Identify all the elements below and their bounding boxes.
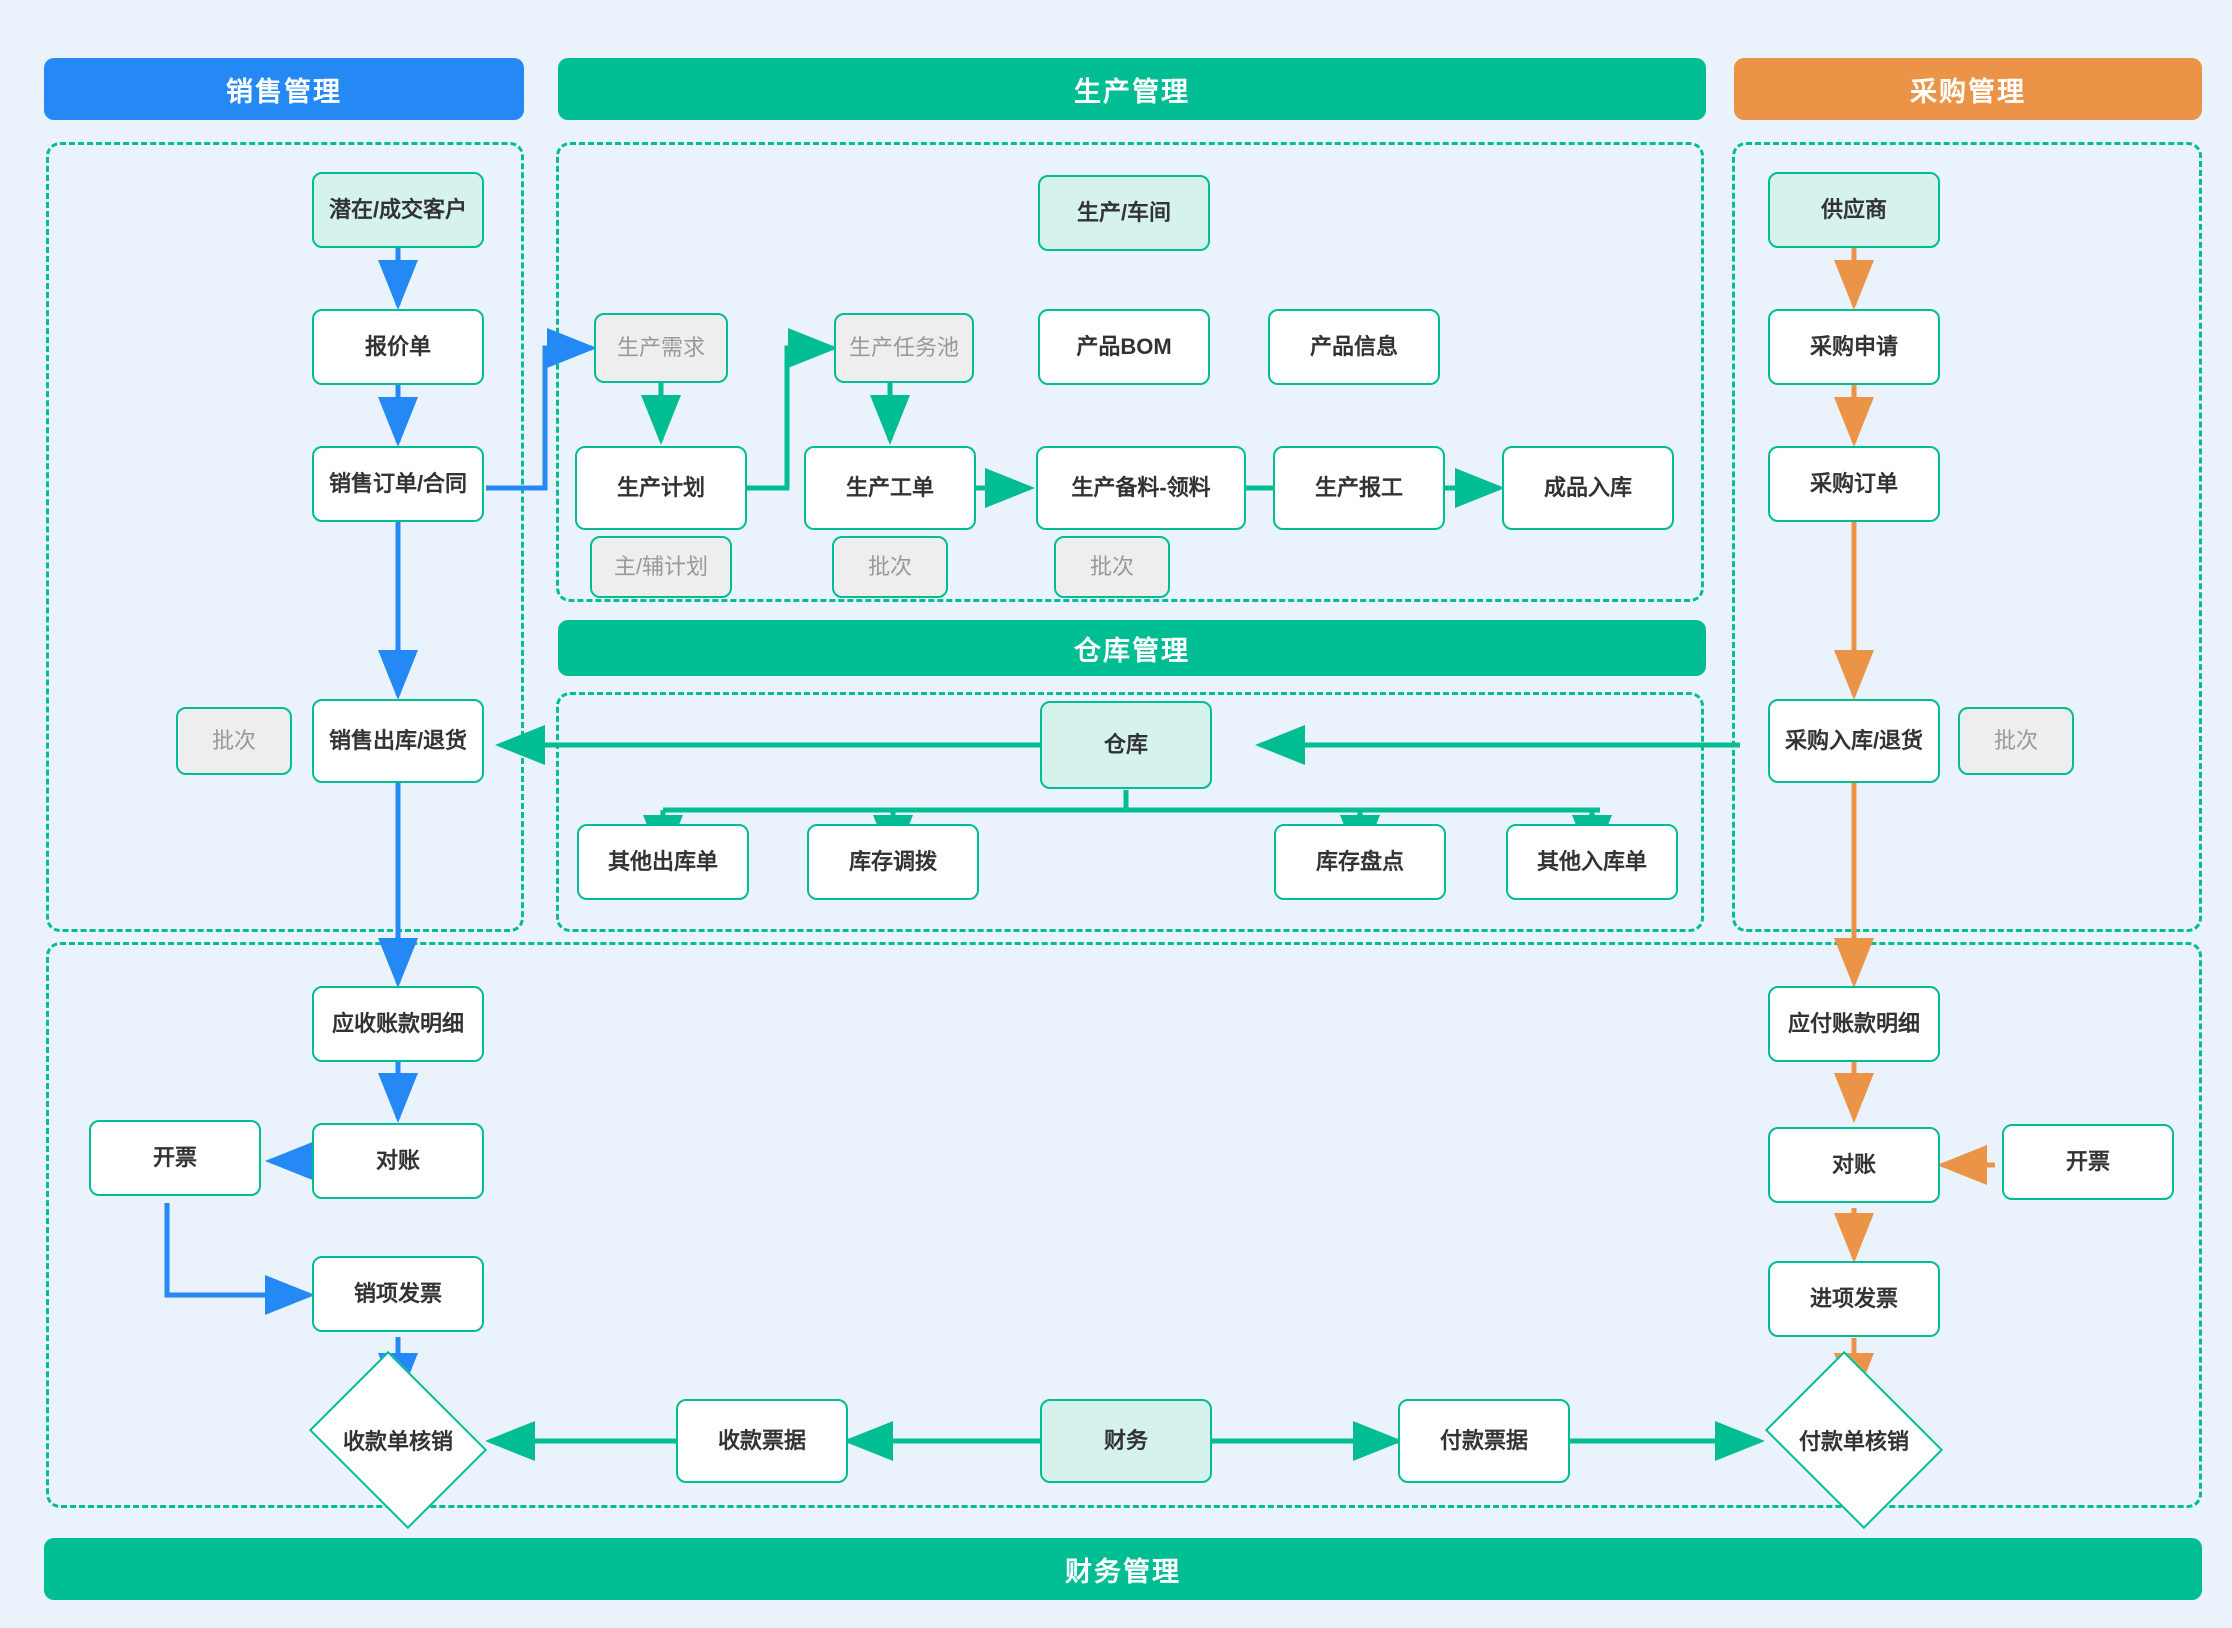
node-label: 批次 <box>1089 554 1134 580</box>
node-payable-detail[interactable]: 应付账款明细 <box>1768 986 1940 1062</box>
node-label: 生产/车间 <box>1076 200 1172 226</box>
node-label: 生产工单 <box>845 475 934 501</box>
node-label: 供应商 <box>1820 197 1887 223</box>
node-receivable-reconcile[interactable]: 对账 <box>312 1123 484 1199</box>
node-label: 采购订单 <box>1809 471 1898 497</box>
node-production-workshop[interactable]: 生产/车间 <box>1038 175 1210 251</box>
group-purchase <box>1732 142 2202 932</box>
node-label: 进项发票 <box>1809 1286 1898 1312</box>
node-other-inbound-order[interactable]: 其他入库单 <box>1506 824 1678 900</box>
node-input-invoice[interactable]: 进项发票 <box>1768 1261 1940 1337</box>
node-inventory-stocktake[interactable]: 库存盘点 <box>1274 824 1446 900</box>
node-label: 报价单 <box>364 334 431 360</box>
node-label: 库存调拨 <box>848 849 937 875</box>
node-potential-customer[interactable]: 潜在/成交客户 <box>312 172 484 248</box>
band-warehouse-label: 仓库管理 <box>1074 635 1190 666</box>
node-production-task-pool[interactable]: 生产任务池 <box>834 313 974 383</box>
node-material-pick-batch-tag[interactable]: 批次 <box>1054 536 1170 598</box>
node-other-outbound-order[interactable]: 其他出库单 <box>577 824 749 900</box>
node-label: 收款单核销 <box>342 1429 453 1454</box>
node-warehouse[interactable]: 仓库 <box>1040 701 1212 789</box>
node-purchase-requisition[interactable]: 采购申请 <box>1768 309 1940 385</box>
node-payable-reconcile[interactable]: 对账 <box>1768 1127 1940 1203</box>
band-finance-label: 财务管理 <box>1065 1556 1181 1587</box>
node-production-plan[interactable]: 生产计划 <box>575 446 747 530</box>
node-label: 产品信息 <box>1309 334 1398 360</box>
band-purchase-management: 采购管理 <box>1734 58 2202 120</box>
node-production-plan-tag[interactable]: 主/辅计划 <box>590 536 732 598</box>
node-label: 采购申请 <box>1809 334 1898 360</box>
node-production-material-pick[interactable]: 生产备料-领料 <box>1036 446 1246 530</box>
node-label: 付款票据 <box>1439 1428 1528 1454</box>
node-finance-center[interactable]: 财务 <box>1040 1399 1212 1483</box>
node-label: 对账 <box>1831 1152 1876 1178</box>
node-production-report[interactable]: 生产报工 <box>1273 446 1445 530</box>
node-finished-goods-inbound[interactable]: 成品入库 <box>1502 446 1674 530</box>
node-purchase-in-batch-tag[interactable]: 批次 <box>1958 707 2074 775</box>
node-sales-order[interactable]: 销售订单/合同 <box>312 446 484 522</box>
node-label: 开票 <box>152 1145 197 1171</box>
band-production-label: 生产管理 <box>1074 76 1190 107</box>
group-finance <box>46 942 2202 1508</box>
node-supplier[interactable]: 供应商 <box>1768 172 1940 248</box>
node-label: 应付账款明细 <box>1787 1011 1920 1037</box>
band-production-management: 生产管理 <box>558 58 1706 120</box>
node-label: 生产报工 <box>1314 475 1403 501</box>
node-production-demand[interactable]: 生产需求 <box>594 313 728 383</box>
node-receivable-issue-invoice[interactable]: 开票 <box>89 1120 261 1196</box>
node-purchase-order[interactable]: 采购订单 <box>1768 446 1940 522</box>
node-payment-writeoff[interactable]: 付款单核销 <box>1764 1350 1944 1530</box>
group-warehouse <box>556 692 1704 932</box>
node-quotation[interactable]: 报价单 <box>312 309 484 385</box>
node-inventory-transfer[interactable]: 库存调拨 <box>807 824 979 900</box>
node-label: 批次 <box>1993 728 2038 754</box>
node-label: 采购入库/退货 <box>1784 728 1924 754</box>
node-label: 生产需求 <box>616 335 705 361</box>
node-purchase-inbound-return[interactable]: 采购入库/退货 <box>1768 699 1940 783</box>
node-label: 主/辅计划 <box>613 554 709 580</box>
node-label: 对账 <box>375 1148 420 1174</box>
node-output-invoice[interactable]: 销项发票 <box>312 1256 484 1332</box>
node-label: 付款单核销 <box>1798 1429 1909 1454</box>
band-sales-management: 销售管理 <box>44 58 524 120</box>
node-label: 销项发票 <box>353 1281 442 1307</box>
band-sales-label: 销售管理 <box>226 76 342 107</box>
group-production <box>556 142 1704 602</box>
node-label: 产品BOM <box>1076 334 1172 360</box>
node-label: 销售订单/合同 <box>328 471 468 497</box>
node-label: 生产备料-领料 <box>1071 475 1211 501</box>
node-label: 批次 <box>867 554 912 580</box>
node-label: 开票 <box>2065 1149 2110 1175</box>
node-product-bom[interactable]: 产品BOM <box>1038 309 1210 385</box>
node-label: 成品入库 <box>1543 475 1632 501</box>
node-work-order-batch-tag[interactable]: 批次 <box>832 536 948 598</box>
band-warehouse-management: 仓库管理 <box>558 620 1706 676</box>
node-label: 财务 <box>1103 1428 1148 1454</box>
node-payable-issue-invoice[interactable]: 开票 <box>2002 1124 2174 1200</box>
node-product-info[interactable]: 产品信息 <box>1268 309 1440 385</box>
node-receipt-document[interactable]: 收款票据 <box>676 1399 848 1483</box>
node-sales-outbound-return[interactable]: 销售出库/退货 <box>312 699 484 783</box>
band-finance-management: 财务管理 <box>44 1538 2202 1600</box>
node-label: 仓库 <box>1103 732 1148 758</box>
node-label: 批次 <box>211 728 256 754</box>
node-production-work-order[interactable]: 生产工单 <box>804 446 976 530</box>
node-label: 库存盘点 <box>1315 849 1404 875</box>
node-receivable-detail[interactable]: 应收账款明细 <box>312 986 484 1062</box>
node-label: 生产计划 <box>616 475 705 501</box>
node-label: 收款票据 <box>717 1428 806 1454</box>
node-receipt-writeoff[interactable]: 收款单核销 <box>308 1350 488 1530</box>
node-label: 销售出库/退货 <box>328 728 468 754</box>
node-payment-document[interactable]: 付款票据 <box>1398 1399 1570 1483</box>
band-purchase-label: 采购管理 <box>1910 76 2026 107</box>
node-sales-out-batch-tag[interactable]: 批次 <box>176 707 292 775</box>
node-label: 生产任务池 <box>848 335 959 361</box>
node-label: 应收账款明细 <box>331 1011 464 1037</box>
group-sales <box>46 142 524 932</box>
node-label: 其他入库单 <box>1536 849 1647 875</box>
node-label: 潜在/成交客户 <box>328 197 468 223</box>
node-label: 其他出库单 <box>607 849 718 875</box>
